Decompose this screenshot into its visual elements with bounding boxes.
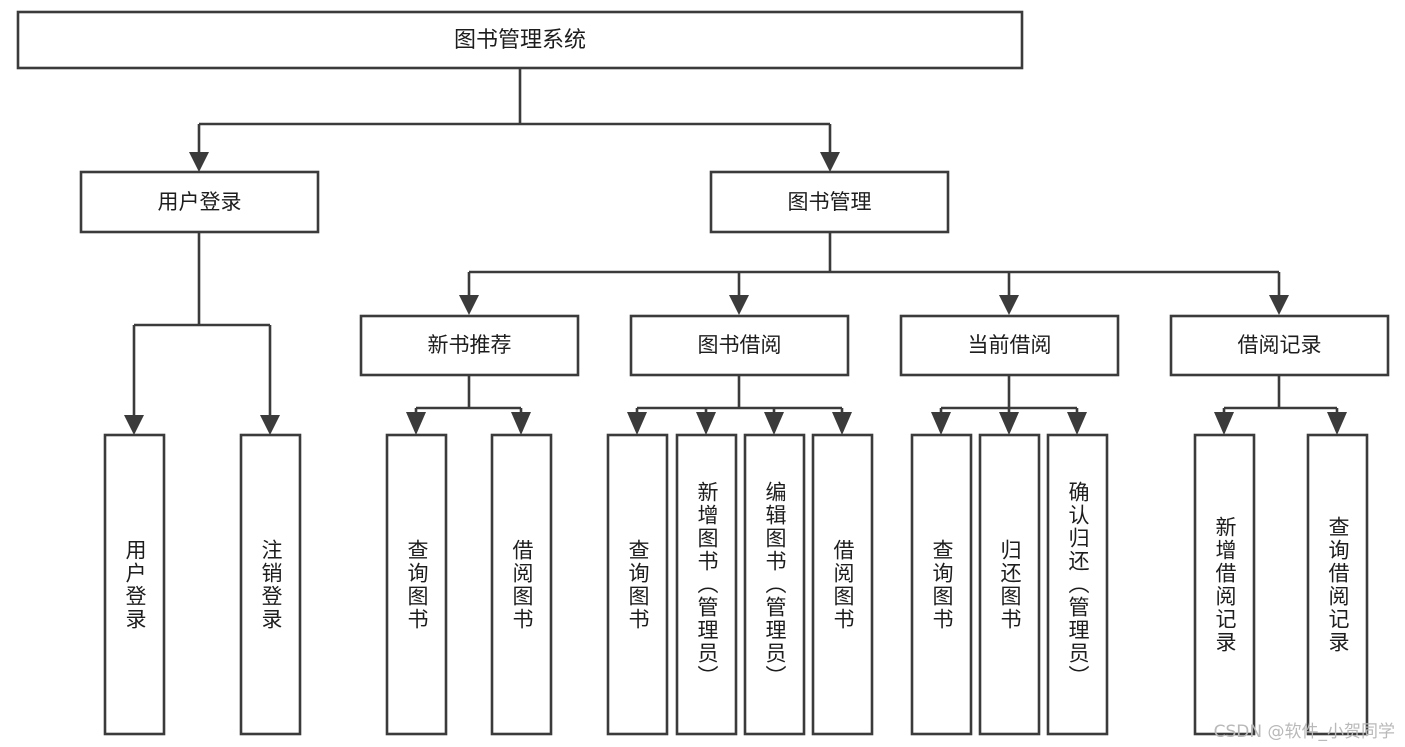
arrow-head-icon bbox=[406, 412, 426, 435]
node-book-borrow-box[interactable] bbox=[629, 314, 850, 377]
node-new-book-recommend-label: 新书推荐 bbox=[428, 333, 512, 357]
node-user-login[interactable]: 用户登录 bbox=[79, 170, 320, 234]
arrow-head-icon bbox=[260, 415, 280, 435]
arrow-head-icon bbox=[764, 412, 784, 435]
node-new-book-recommend-box[interactable] bbox=[359, 314, 580, 377]
arrow-head-icon bbox=[999, 295, 1019, 315]
node-book-management[interactable]: 图书管理 bbox=[709, 170, 950, 234]
leaf-box-query-book-2[interactable] bbox=[606, 433, 669, 736]
arrow-head-icon bbox=[459, 295, 479, 315]
node-root-label: 图书管理系统 bbox=[454, 28, 586, 53]
arrow-head-icon bbox=[832, 412, 852, 435]
connector-layer bbox=[124, 68, 1347, 435]
leaf-box-return-book[interactable] bbox=[978, 433, 1041, 736]
leaf-box-add-borrow-record[interactable] bbox=[1193, 433, 1256, 736]
node-book-borrow[interactable]: 图书借阅 bbox=[629, 314, 850, 377]
arrow-head-icon bbox=[189, 152, 209, 172]
arrow-head-icon bbox=[1327, 412, 1347, 435]
arrow-head-icon bbox=[729, 295, 749, 315]
leaf-box-borrow-book-2[interactable] bbox=[811, 433, 874, 736]
leaf-box-confirm-return-admin[interactable] bbox=[1046, 433, 1109, 736]
leaf-box-add-book-admin[interactable] bbox=[675, 433, 738, 736]
node-book-management-label: 图书管理 bbox=[788, 190, 872, 214]
watermark: CSDN @软件_小贺同学 bbox=[1213, 722, 1395, 742]
leaf-box-borrow-book-1[interactable] bbox=[490, 433, 553, 736]
leaf-box-query-borrow-record[interactable] bbox=[1306, 433, 1369, 736]
arrow-head-icon bbox=[1067, 412, 1087, 435]
node-current-borrow[interactable]: 当前借阅 bbox=[899, 314, 1120, 377]
node-new-book-recommend[interactable]: 新书推荐 bbox=[359, 314, 580, 377]
node-book-management-box[interactable] bbox=[709, 170, 950, 234]
arrow-head-icon bbox=[511, 412, 531, 435]
arrow-head-icon bbox=[1269, 295, 1289, 315]
arrow-head-icon bbox=[820, 152, 840, 172]
node-current-borrow-box[interactable] bbox=[899, 314, 1120, 377]
leaf-box-query-book-1[interactable] bbox=[385, 433, 448, 736]
arrow-head-icon bbox=[124, 415, 144, 435]
node-user-login-box[interactable] bbox=[79, 170, 320, 234]
leaf-box-query-book-3[interactable] bbox=[910, 433, 973, 736]
leaf-box-user-login[interactable] bbox=[103, 433, 166, 736]
leaf-box-edit-book-admin[interactable] bbox=[743, 433, 806, 736]
node-borrow-record-label: 借阅记录 bbox=[1238, 333, 1322, 357]
node-borrow-record[interactable]: 借阅记录 bbox=[1169, 314, 1390, 377]
leaf-box-logout[interactable] bbox=[239, 433, 302, 736]
node-user-login-label: 用户登录 bbox=[158, 190, 242, 214]
arrow-head-icon bbox=[931, 412, 951, 435]
node-current-borrow-label: 当前借阅 bbox=[968, 333, 1052, 357]
node-book-borrow-label: 图书借阅 bbox=[698, 333, 782, 357]
arrow-head-icon bbox=[696, 412, 716, 435]
node-root-box[interactable] bbox=[16, 10, 1024, 70]
node-root[interactable]: 图书管理系统 bbox=[16, 10, 1024, 70]
arrow-head-icon bbox=[999, 412, 1019, 435]
node-borrow-record-box[interactable] bbox=[1169, 314, 1390, 377]
arrow-head-icon bbox=[627, 412, 647, 435]
arrow-head-icon bbox=[1214, 412, 1234, 435]
